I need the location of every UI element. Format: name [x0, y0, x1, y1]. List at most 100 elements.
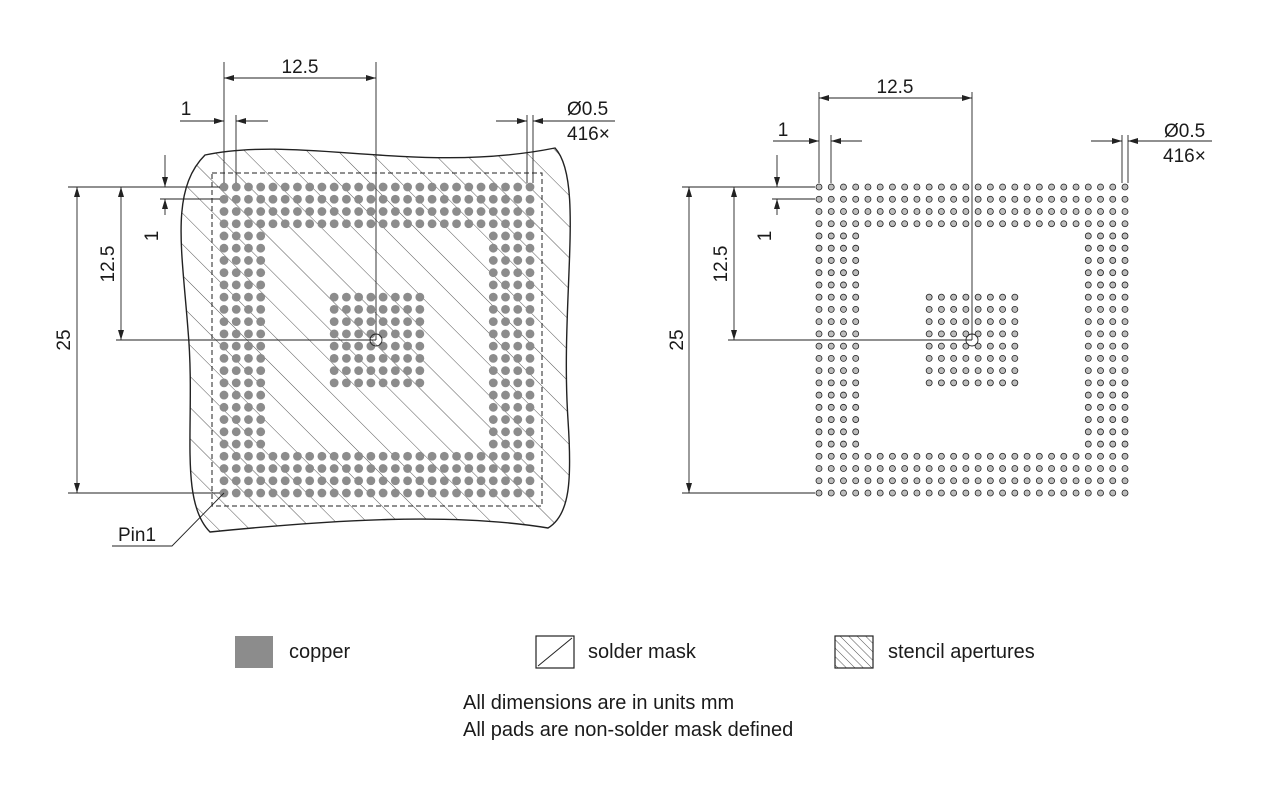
- pad: [256, 194, 266, 204]
- pad: [962, 379, 970, 387]
- pad: [925, 354, 933, 362]
- pad: [513, 390, 523, 400]
- pad: [354, 219, 364, 229]
- pad: [366, 464, 376, 473]
- pad: [1121, 318, 1129, 326]
- pad: [501, 353, 510, 363]
- pad: [1109, 220, 1117, 228]
- pad: [403, 476, 412, 486]
- pad: [1084, 269, 1092, 277]
- pad: [525, 207, 535, 216]
- pad: [219, 231, 229, 241]
- pad: [1109, 440, 1117, 448]
- pad: [488, 353, 498, 363]
- pad: [354, 476, 364, 486]
- pad: [256, 439, 266, 449]
- pad: [293, 207, 302, 216]
- pad: [852, 305, 860, 313]
- pad: [317, 488, 327, 498]
- right-dim-pitch-y: 12.5: [711, 246, 732, 283]
- pad: [986, 489, 994, 497]
- pad: [1035, 183, 1043, 191]
- pad: [1035, 489, 1043, 497]
- pad: [852, 452, 860, 460]
- pad: [525, 464, 535, 473]
- pad: [827, 195, 835, 203]
- pad: [256, 182, 266, 192]
- pad: [986, 220, 994, 228]
- pad: [488, 182, 498, 192]
- pad: [329, 353, 339, 363]
- pad: [1072, 489, 1080, 497]
- pad: [1097, 452, 1104, 460]
- pad: [501, 256, 510, 265]
- pad: [925, 379, 933, 387]
- pad: [268, 219, 278, 229]
- pad: [513, 292, 523, 302]
- pad: [999, 354, 1006, 362]
- pad: [852, 403, 860, 411]
- pad: [1121, 342, 1129, 350]
- pad: [256, 219, 266, 229]
- pad: [366, 378, 376, 388]
- pad: [403, 451, 412, 461]
- pad: [925, 208, 933, 215]
- pad: [950, 452, 958, 460]
- pad: [427, 488, 437, 498]
- pad: [231, 451, 241, 461]
- pad: [1097, 330, 1104, 338]
- pad: [986, 208, 994, 215]
- pad: [1084, 489, 1092, 497]
- pad: [219, 476, 229, 486]
- pad: [925, 465, 933, 472]
- pad: [501, 402, 510, 412]
- pad: [403, 194, 412, 204]
- pad: [231, 207, 241, 216]
- pad: [815, 440, 823, 448]
- pad: [974, 465, 982, 472]
- pad: [513, 243, 523, 253]
- pad: [390, 488, 400, 498]
- pad: [403, 329, 412, 339]
- pad: [501, 415, 510, 424]
- pad: [231, 305, 241, 314]
- pad: [378, 194, 388, 204]
- right-pad-diameter: Ø0.5: [1164, 121, 1205, 142]
- pad: [1084, 281, 1092, 289]
- pad: [244, 292, 253, 302]
- pad: [1121, 489, 1129, 497]
- pad: [852, 465, 860, 472]
- pad: [913, 489, 921, 497]
- pad: [827, 208, 835, 215]
- pad: [305, 194, 315, 204]
- pad: [974, 452, 982, 460]
- pad: [427, 219, 437, 229]
- pad: [1109, 477, 1117, 485]
- pad: [427, 207, 437, 216]
- pad: [366, 219, 376, 229]
- pad: [513, 464, 523, 473]
- pad: [403, 292, 412, 302]
- legend-copper-label: copper: [289, 641, 350, 663]
- pad: [1035, 452, 1043, 460]
- pad: [342, 194, 351, 204]
- pad: [925, 195, 933, 203]
- pad: [293, 476, 302, 486]
- pad: [366, 207, 376, 216]
- pad: [1023, 465, 1031, 472]
- pad: [427, 476, 437, 486]
- pad: [1109, 281, 1117, 289]
- pad: [244, 488, 253, 498]
- right-view: 12.5 1 Ø0.5 416× 25 12.5: [667, 77, 1212, 497]
- pad: [231, 353, 241, 363]
- pad: [268, 194, 278, 204]
- pad: [1121, 293, 1129, 301]
- pad: [974, 367, 982, 375]
- pad: [244, 451, 253, 461]
- pad: [815, 452, 823, 460]
- pad: [403, 182, 412, 192]
- pad: [840, 403, 847, 411]
- pad: [840, 220, 847, 228]
- pad: [501, 476, 510, 486]
- pad: [464, 194, 474, 204]
